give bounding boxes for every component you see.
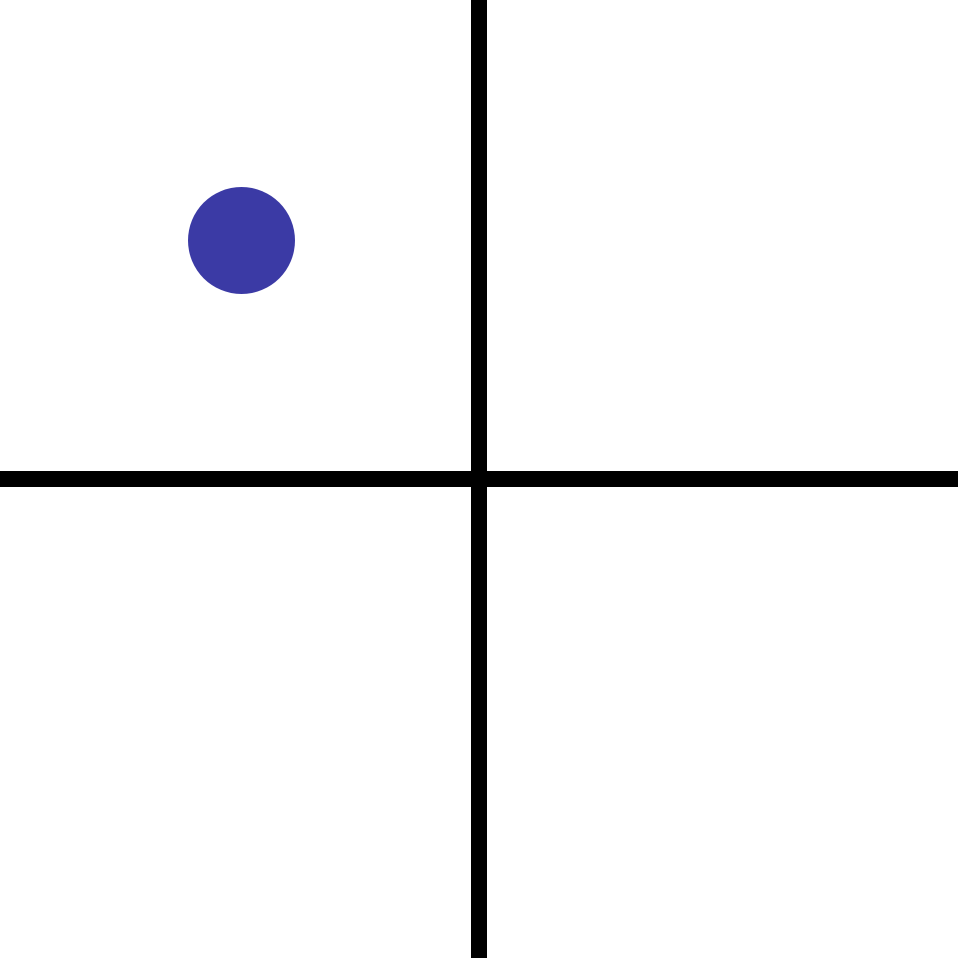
horizontal-divider-line xyxy=(0,471,958,487)
quadrant-bottom-left xyxy=(0,479,479,958)
blue-circle-marker xyxy=(188,187,295,294)
quadrant-bottom-right xyxy=(479,479,958,958)
quadrant-top-right xyxy=(479,0,958,479)
